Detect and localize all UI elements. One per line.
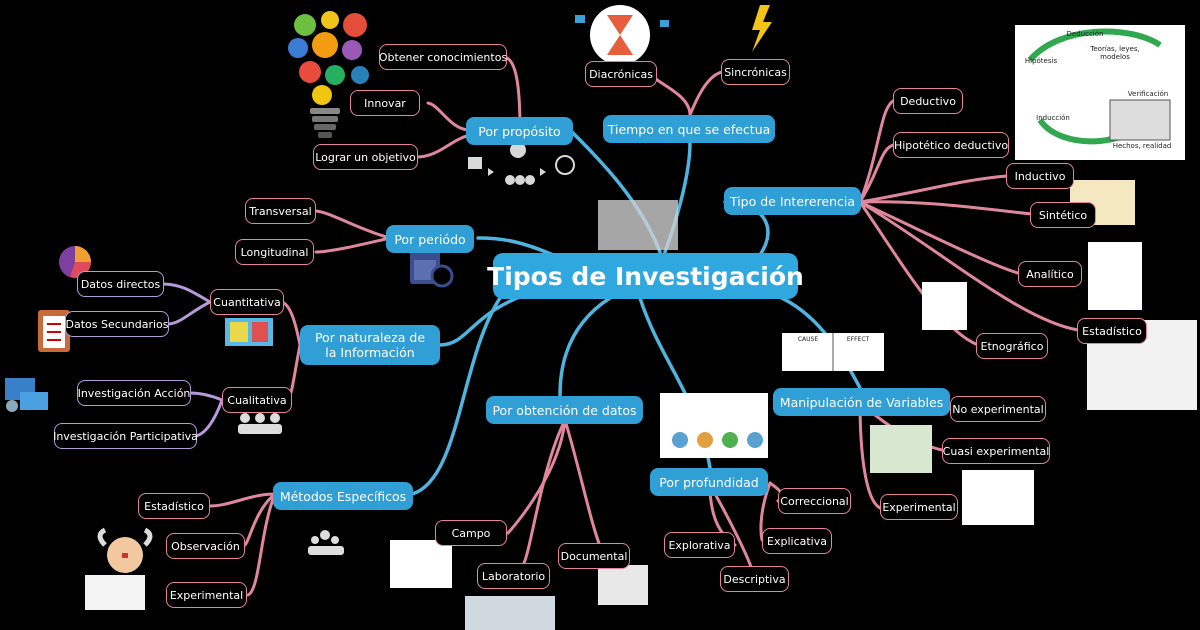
leaf-laboratorio[interactable]: Laboratorio [477,563,550,589]
leaf-descriptiva[interactable]: Descriptiva [720,566,789,592]
leaf-datos-secundarios[interactable]: Datos Secundarios [65,311,169,337]
cause-effect-illustration [782,333,884,371]
branch-naturaleza[interactable]: Por naturaleza de la Información [300,325,440,365]
leaf-estadistico-metodos[interactable]: Estadístico [138,493,210,519]
reading-figure-illustration [598,200,678,250]
leaf-longitudinal[interactable]: Longitudinal [235,239,314,265]
documental-illustration [598,565,648,605]
cycle-label-facts: Hechos, realidad [1112,142,1172,150]
people-group-icon [238,413,282,434]
leaf-transversal[interactable]: Transversal [245,198,316,224]
leaf-datos-directos[interactable]: Datos directos [77,271,164,297]
lightbulb-gears-icon [288,11,369,138]
leaf-estadistico-inferencia[interactable]: Estadístico [1077,318,1147,344]
cycle-label-deduction: Deducción [1066,30,1104,38]
branch-manipulacion[interactable]: Manipulación de Variables [773,388,950,416]
leaf-documental[interactable]: Documental [558,543,630,569]
branch-metodos[interactable]: Métodos Específicos [273,482,413,510]
team-icon [308,530,344,555]
leaf-experimental-manipulacion[interactable]: Experimental [880,494,958,520]
effect-label: EFFECT [846,335,870,343]
branch-profundidad[interactable]: Por profundidad [650,468,768,496]
leaf-cuantitativa[interactable]: Cuantitativa [210,289,284,315]
ethnographic-illustration [922,282,967,330]
cycle-label-induction: Inducción [1036,114,1070,122]
calculator-icon [225,318,273,346]
leaf-cualitativa[interactable]: Cualitativa [222,387,292,413]
clipboard-icon [38,310,70,352]
scientist-icon [85,527,153,610]
cause-label: CAUSE [797,335,819,343]
leaf-deductivo[interactable]: Deductivo [893,88,963,114]
computer-network-icon [5,378,48,412]
leaf-campo[interactable]: Campo [435,520,507,546]
branch-obtencion[interactable]: Por obtención de datos [486,396,643,424]
leaf-investigacion-accion[interactable]: Investigación Acción [77,380,191,406]
leaf-observacion[interactable]: Observación [166,533,245,559]
leaf-innovar[interactable]: Innovar [350,90,420,116]
leaf-hipotetico-deductivo[interactable]: Hipotético deductivo [893,132,1009,158]
pie-chart-icon [59,246,91,278]
leaf-obtener-conocimientos[interactable]: Obtener conocimientos [379,44,507,70]
branch-proposito[interactable]: Por propósito [466,117,573,145]
cycle-label-verification: Verificación [1127,90,1169,98]
leaf-analitico[interactable]: Analítico [1018,261,1082,287]
laboratory-illustration [465,596,555,630]
leaf-sintetico[interactable]: Sintético [1030,202,1096,228]
leaf-no-experimental[interactable]: No experimental [950,396,1046,422]
leaf-correccional[interactable]: Correccional [778,488,851,514]
hourglass-icon [575,5,669,65]
leaf-inductivo[interactable]: Inductivo [1006,163,1074,189]
central-topic[interactable]: Tipos de Investigación [487,253,804,299]
leaf-explicativa[interactable]: Explicativa [762,528,832,554]
leaf-etnografico[interactable]: Etnográfico [976,333,1048,359]
leaf-investigacion-participativa[interactable]: Investigación Participativa [53,423,198,449]
leaf-explorativa[interactable]: Explorativa [664,532,735,558]
cycle-label-theories: Teorías, leyes, modelos [1090,45,1140,61]
cycle-label-hypothesis: Hipótesis [1024,57,1058,65]
leaf-cuasi-experimental[interactable]: Cuasi experimental [942,438,1050,464]
leaf-sincronicas[interactable]: Sincrónicas [721,59,790,85]
field-illustration [390,540,452,588]
experimental-illustration [962,470,1034,525]
leaf-experimental-metodos[interactable]: Experimental [166,582,247,608]
data-cloud-illustration [660,393,768,458]
analytic-illustration [1088,242,1142,310]
leaf-lograr-un-objetivo[interactable]: Lograr un objetivo [313,144,418,170]
leaf-diacronicas[interactable]: Diacrónicas [585,61,657,87]
calendar-clock-icon [410,250,454,288]
process-flow-icon [468,142,575,185]
branch-periodo[interactable]: Por periódo [386,225,474,253]
quasi-experimental-illustration [870,425,932,473]
lightning-icon [752,5,772,52]
branch-tiempo[interactable]: Tiempo en que se efectua [603,115,775,143]
branch-inferencia[interactable]: Tipo de Intererencia [724,187,861,215]
cycle-diagram-illustration [1015,25,1185,160]
